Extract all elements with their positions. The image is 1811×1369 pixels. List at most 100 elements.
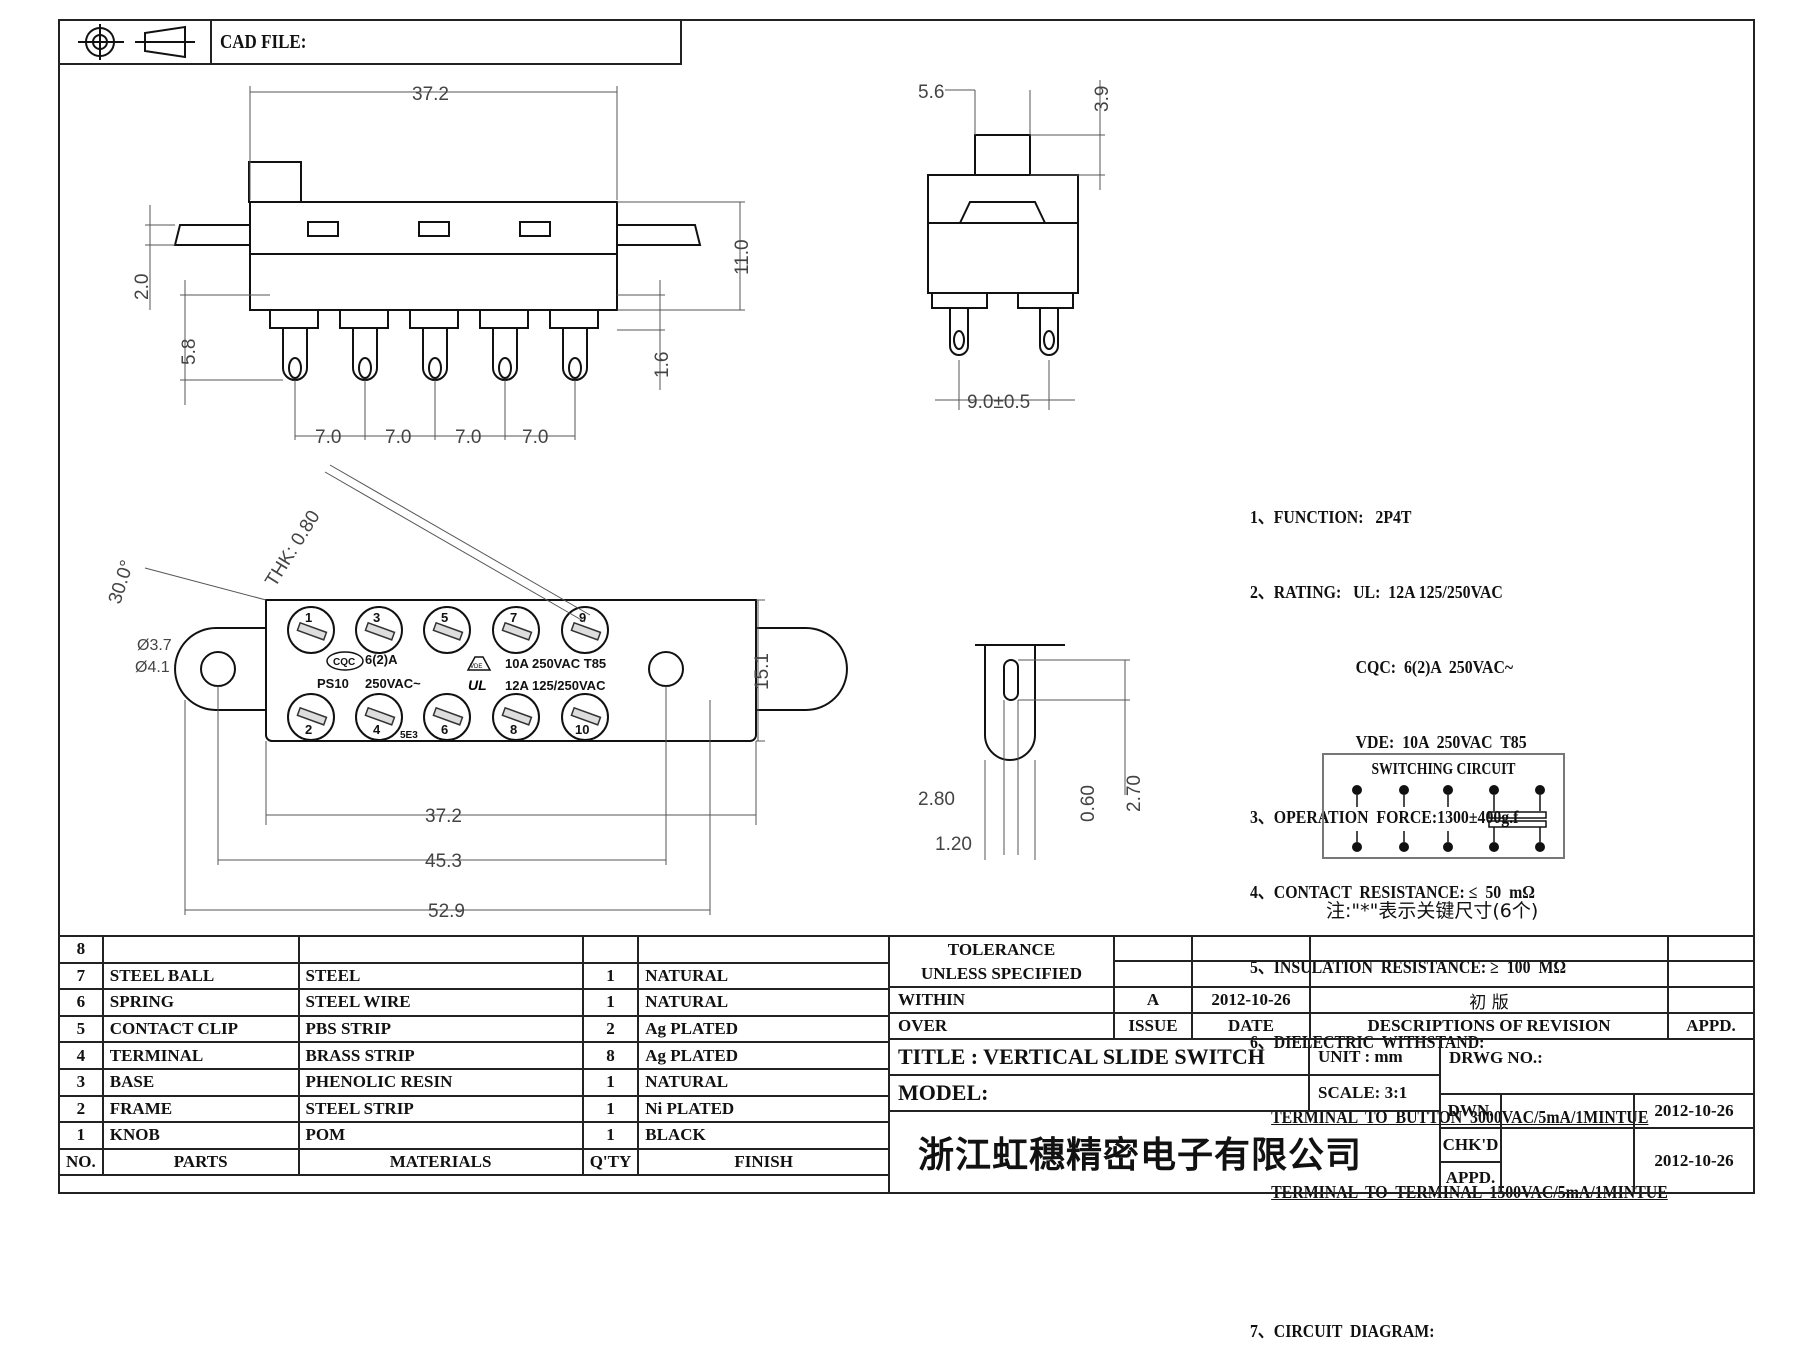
bom-row: 8 [58,935,890,964]
dim-slot-length: 2.70 [1124,775,1145,812]
ul-logo: UL [468,677,487,693]
ul-rating: 12A 125/250VAC [505,678,606,693]
dim-flange-thk: 2.0 [132,274,153,300]
bom-qty: 2 [581,1014,640,1044]
technical-drawing: 37.2 2.0 5.8 11.0 1.6 7.0 7.0 7.0 7.0 5.… [105,80,1145,922]
bom-finish: Ag PLATED [637,1041,890,1070]
terminal-2: 2 [305,722,312,737]
chkd-date: 2012-10-26 [1633,1127,1755,1194]
side-view [927,134,1079,356]
terminal-9: 9 [579,610,586,625]
bom-qty: 1 [581,1094,640,1124]
drawing-title: TITLE : VERTICAL SLIDE SWITCH [888,1038,1310,1076]
vde-rating: 10A 250VAC T85 [505,656,606,671]
bom-no: 5 [58,1014,104,1044]
side-view-dimensions [935,80,1105,410]
bom-qty: 1 [581,961,640,991]
dim-body-width: 37.2 [425,806,462,827]
tolerance-cell: TOLERANCE UNLESS SPECIFIED [888,935,1115,988]
spec-rating-cqc: CQC: 6(2)A 250VAC~ [1355,657,1514,677]
key-dimension-note: 注:"*"表示关键尺寸(6个) [1326,900,1539,922]
bom-qty: 1 [581,1121,640,1150]
spec-contact-resistance: 4、CONTACT RESISTANCE: ≤ 50 mΩ [1250,882,1535,902]
bom-material: STEEL [297,961,584,991]
revision-appd-label: APPD. [1667,1012,1755,1040]
terminals-front [269,309,599,381]
spec-rating-vde: VDE: 10A 250VAC T85 [1355,732,1527,752]
spec-rating-ul: 2、RATING: UL: 12A 125/250VAC [1250,582,1503,602]
terminal-1: 1 [305,610,312,625]
chkd-label: CHK'D [1439,1127,1502,1163]
bom-part: SPRING [101,988,300,1017]
bom-finish: NATURAL [637,961,890,991]
bom-material: BRASS STRIP [297,1041,584,1070]
dim-knob-height: 3.9 [1092,86,1113,112]
dim-pitch-3: 7.0 [455,427,481,448]
dim-height: 11.0 [732,239,753,275]
bom-part: CONTACT CLIP [101,1014,300,1044]
dim-pitch-1: 7.0 [315,427,341,448]
bom-material [297,935,584,964]
svg-text:CQC: CQC [333,657,355,668]
cad-file-label: CAD FILE: [220,31,307,53]
dim-slot-width: 0.60 [1078,785,1099,822]
bom-material: PHENOLIC RESIN [297,1067,584,1097]
bom-finish: BLACK [637,1121,890,1150]
terminal-5: 5 [441,610,448,625]
bom-qty: 1 [581,1067,640,1097]
dwn-label: DWN. [1439,1093,1502,1129]
bom-header-materials: MATERIALS [297,1147,584,1177]
dwn-name [1500,1093,1635,1129]
bom-qty: 1 [581,988,640,1017]
bom-finish: NATURAL [637,988,890,1017]
bom-part: BASE [101,1067,300,1097]
revision-description: 初 版 [1309,986,1669,1014]
bom-qty: 8 [581,1041,640,1070]
front-view-dimensions [145,86,745,440]
dim-thickness: THK: 0.80 [261,507,324,591]
date-label: DATE [1191,1012,1311,1040]
dim-hole-pitch: 45.3 [425,851,462,872]
bom-no: 4 [58,1041,104,1070]
terminal-10: 10 [575,722,589,737]
dim-body-height: 15.1 [752,653,773,690]
circuit-title: SWITCHING CIRCUIT [1371,759,1516,778]
tolerance-sublabel: UNLESS SPECIFIED [920,963,1083,983]
over-label: OVER [888,1012,1115,1040]
bottom-view-terminals [287,606,609,741]
bottom-view-dimensions [144,464,765,915]
spec-dielectric: 6、DIELECTRIC WITHSTAND: [1250,1032,1485,1052]
bom-finish [637,935,890,964]
appd-label: APPD. [1439,1161,1502,1194]
bom-part: TERMINAL [101,1041,300,1070]
bom-finish: NATURAL [637,1067,890,1097]
terminal-3: 3 [373,610,380,625]
company-name-cell: 浙江虹穗精密电子有限公司 [888,1110,1441,1194]
terminal-detail-dimensions [984,659,1130,860]
svg-text:UL: UL [468,677,487,693]
descriptions-label: DESCRIPTIONS OF REVISION [1309,1012,1669,1040]
spec-insulation-resistance: 5、INSULATION RESISTANCE: ≥ 100 MΩ [1250,957,1567,977]
within-label: WITHIN [888,986,1115,1014]
model-label: MODEL: [888,1074,1310,1112]
bom-material: STEEL WIRE [297,988,584,1017]
dwn-date: 2012-10-26 [1633,1093,1755,1129]
chkd-name [1500,1127,1635,1194]
drawing-number: DRWG NO.: [1439,1038,1755,1095]
bom-material: PBS STRIP [297,1014,584,1044]
spec-operation-force: 3、OPERATION FORCE:1300±400g.f [1250,807,1519,827]
bom-no: 8 [58,935,104,964]
bom-header-row: NO. PARTS MATERIALS Q'TY FINISH [58,1147,890,1177]
dim-angle: 30.0° [105,558,139,607]
bom-qty [581,935,640,964]
spec-function: 1、FUNCTION: 2P4T [1250,507,1412,527]
bom-no: 3 [58,1067,104,1097]
cad-file-header: CAD FILE: [58,19,682,65]
bom-material: POM [297,1121,584,1150]
dim-overall-width: 37.2 [412,84,449,105]
terminal-4: 4 [373,722,381,737]
